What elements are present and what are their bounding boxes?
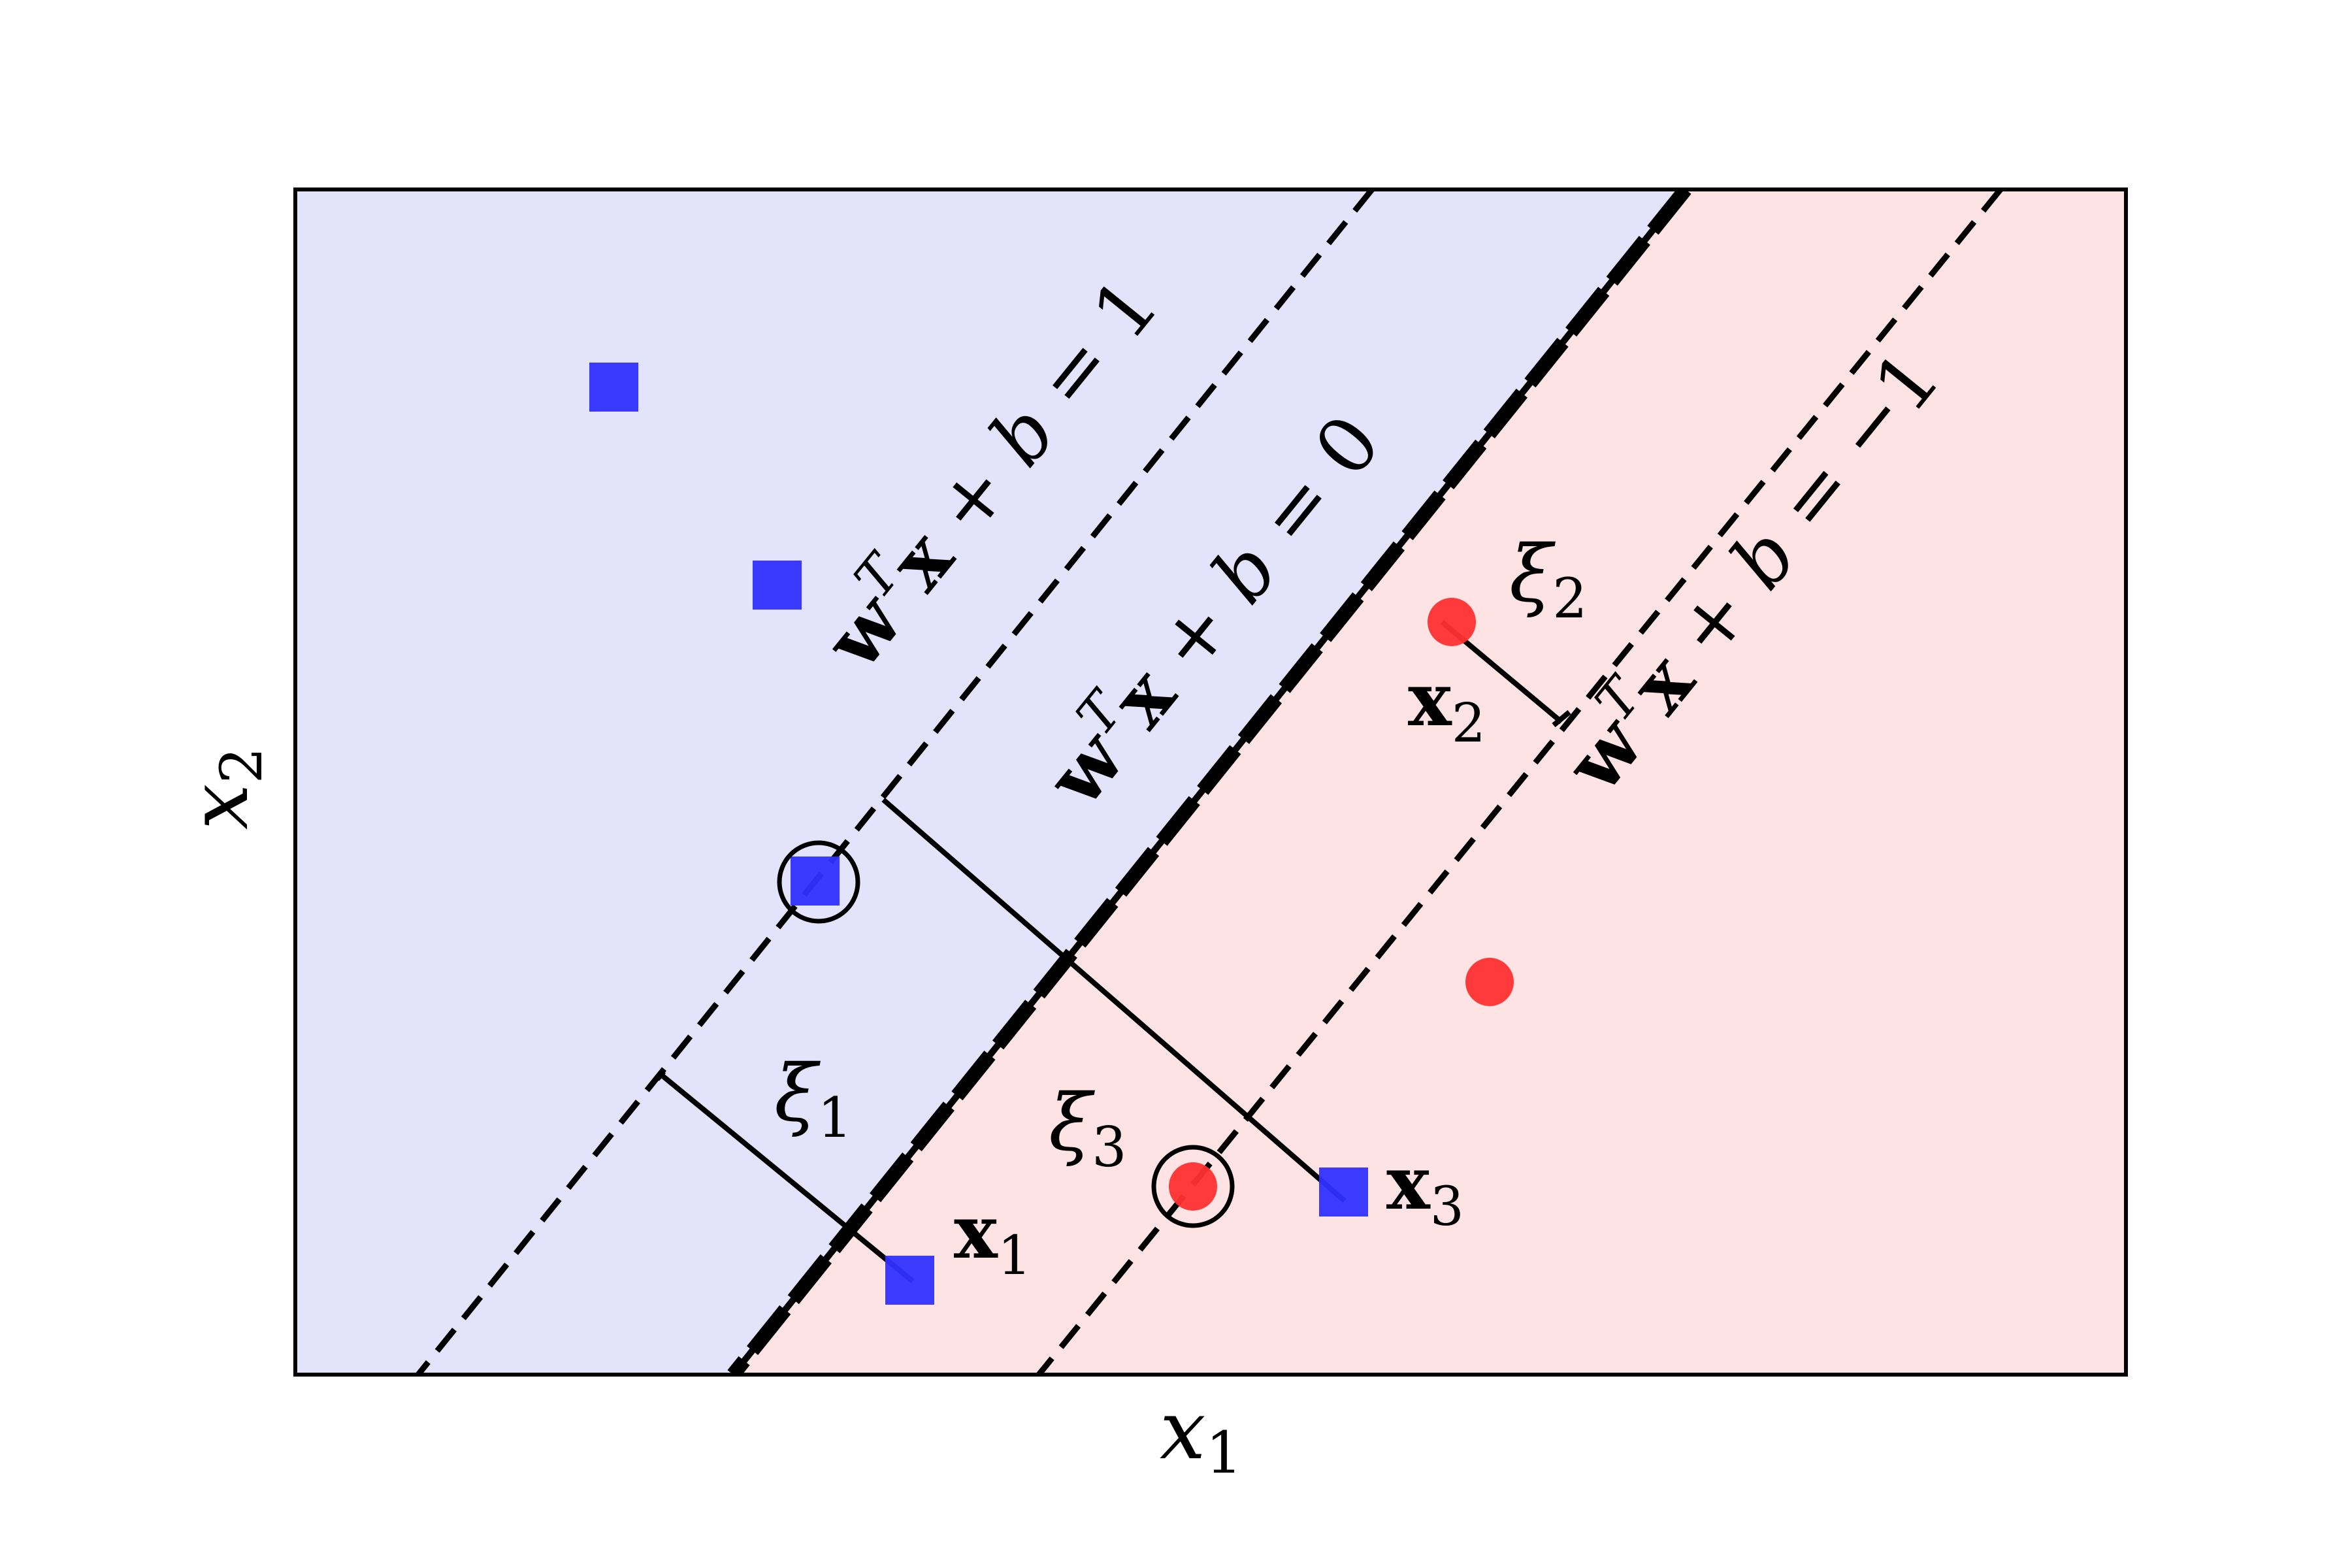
support-vector-ring-negative [1151,1145,1235,1228]
point-label-x2: x2 [1408,657,1486,755]
positive-class-region [295,189,1686,1375]
slack-label-xi2: ξ2 [1509,529,1588,630]
point-label-x1: x1 [954,1190,1032,1287]
support-vector-ring-positive [777,840,860,924]
positive-point-x3 [1319,1168,1368,1217]
margin-plus-line [416,189,1375,1375]
slack-label-xi1: ξ1 [774,1049,853,1150]
decision-boundary-dashes [727,189,1691,1375]
slack-line-1 [659,1072,915,1284]
positive-support-vector [791,857,840,906]
slack-line-3 [881,797,1347,1203]
negative-point-x2 [1428,598,1476,646]
x-axis-label: x1 [1160,1383,1243,1486]
negative-point-p4 [1465,958,1514,1006]
slack-label-xi3: ξ3 [1049,1078,1127,1179]
y-axis-label: x2 [172,747,275,830]
positive-point-p2 [753,561,802,610]
positive-point-x1 [885,1256,934,1305]
point-label-x3: x3 [1386,1141,1464,1238]
positive-point-p1 [589,363,638,412]
slack-line-1-tick [655,1070,666,1081]
plot-frame [293,188,2128,1377]
negative-support-vector [1169,1162,1217,1211]
slack-line-2-tick [1552,710,1571,728]
